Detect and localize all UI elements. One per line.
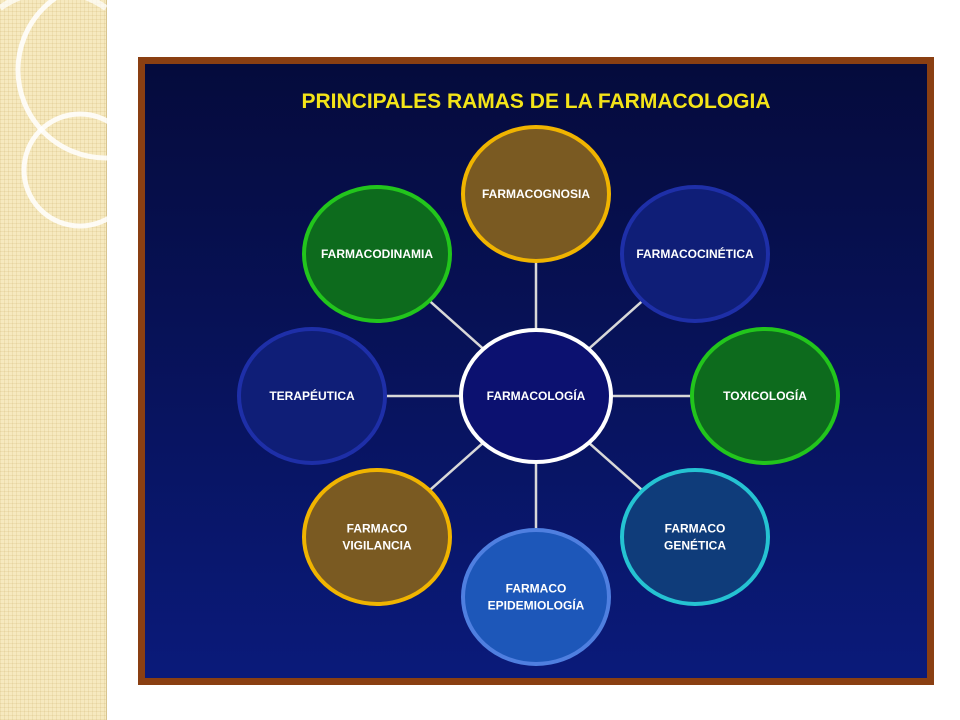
branch-ellipse	[620, 468, 770, 606]
center-ellipse	[459, 328, 613, 464]
center-label: FARMACOLOGÍA	[487, 388, 586, 403]
branch-node: FARMACO VIGILANCIA	[302, 468, 452, 606]
connector-line	[587, 299, 644, 350]
branch-label: FARMACOGNOSIA	[482, 187, 590, 201]
side-decor-circles	[0, 0, 130, 229]
branch-label: VIGILANCIA	[342, 539, 412, 553]
connectors	[385, 261, 692, 530]
branch-node: TERAPÉUTICA	[237, 327, 387, 465]
branch-label: GENÉTICA	[664, 538, 726, 553]
branch-label: EPIDEMIOLOGÍA	[488, 598, 585, 613]
branch-ellipse	[620, 185, 770, 323]
center-node: FARMACOLOGÍA	[459, 328, 613, 464]
branch-ellipse	[302, 468, 452, 606]
branch-ellipse	[302, 185, 452, 323]
branch-ellipse	[461, 125, 611, 263]
diagram-title: PRINCIPALES RAMAS DE LA FARMACOLOGIA	[301, 90, 770, 113]
branch-nodes: FARMACOGNOSIA FARMACOCINÉTICA TOXICOLOGÍA F…	[237, 125, 840, 666]
branch-label: FARMACO	[506, 582, 567, 596]
branch-node: FARMACOGNOSIA	[461, 125, 611, 263]
connector-line	[428, 299, 485, 350]
branch-ellipse	[690, 327, 840, 465]
branch-ellipse	[461, 528, 611, 666]
branch-node: FARMACO EPIDEMIOLOGÍA	[461, 528, 611, 666]
branch-label: FARMACODINAMIA	[321, 247, 433, 261]
branch-label: TOXICOLOGÍA	[723, 388, 807, 403]
branch-label: FARMACOCINÉTICA	[636, 246, 754, 261]
branch-label: FARMACO	[347, 522, 408, 536]
branch-node: TOXICOLOGÍA	[690, 327, 840, 465]
pharmacology-diagram: PRINCIPALES RAMAS DE LA FARMACOLOGIA FAR…	[145, 64, 927, 678]
connector-line	[428, 441, 485, 492]
branch-ellipse	[237, 327, 387, 465]
branch-node: FARMACODINAMIA	[302, 185, 452, 323]
branch-node: FARMACOCINÉTICA	[620, 185, 770, 323]
branch-label: FARMACO	[665, 522, 726, 536]
branch-node: FARMACO GENÉTICA	[620, 468, 770, 606]
connector-line	[587, 441, 644, 492]
branch-label: TERAPÉUTICA	[269, 388, 355, 403]
